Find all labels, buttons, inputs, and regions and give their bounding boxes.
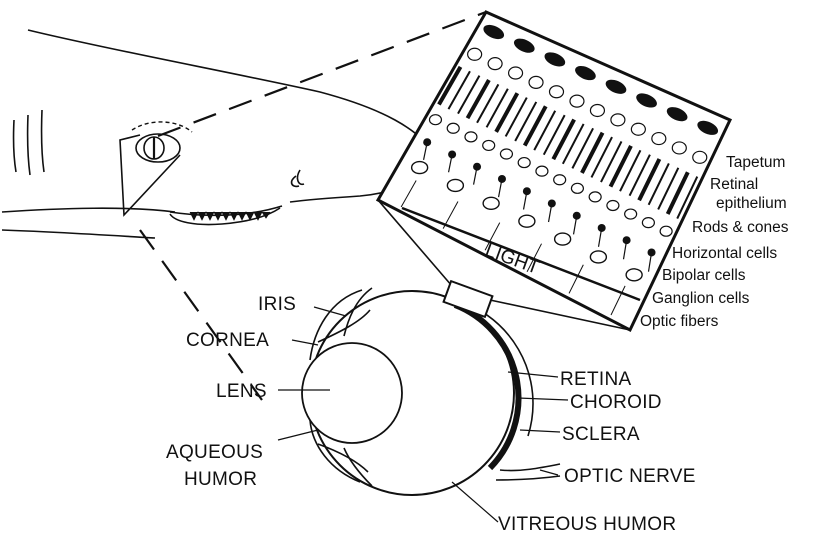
- ganglion-cell: [555, 233, 571, 245]
- horizontal-cell: [589, 192, 601, 202]
- label-humor: HUMOR: [184, 469, 257, 490]
- label-ganglion-cells: Ganglion cells: [652, 290, 750, 307]
- ganglion-cell: [447, 179, 463, 191]
- label-aqueous: AQUEOUS: [166, 442, 263, 463]
- epithelium-cell: [570, 95, 584, 107]
- label-tapetum: Tapetum: [726, 154, 785, 171]
- epithelium-cell: [509, 67, 523, 79]
- horizontal-cell: [447, 123, 459, 133]
- horizontal-cell: [571, 183, 583, 193]
- horizontal-cell: [625, 209, 637, 219]
- horizontal-cell: [660, 226, 672, 236]
- label-horizontal-cells: Horizontal cells: [672, 245, 777, 262]
- ganglion-cell: [519, 215, 535, 227]
- horizontal-cell: [483, 140, 495, 150]
- horizontal-cell: [554, 175, 566, 185]
- horizontal-cell: [429, 115, 441, 125]
- horizontal-cell: [536, 166, 548, 176]
- shark-head-illustration: [2, 30, 440, 238]
- eyeball-illustration: [302, 281, 560, 495]
- label-optic-nerve: OPTIC NERVE: [564, 466, 696, 487]
- ganglion-cell: [412, 162, 428, 174]
- label-lens: LENS: [216, 381, 267, 402]
- epithelium-cell: [631, 123, 645, 135]
- epithelium-cell: [488, 58, 502, 70]
- ganglion-cell: [626, 269, 642, 281]
- label-vitreous-humor: VITREOUS HUMOR: [498, 514, 676, 535]
- label-sclera: SCLERA: [562, 424, 640, 445]
- epithelium-cell: [652, 133, 666, 145]
- epithelium-cell: [550, 86, 564, 98]
- ganglion-cell: [590, 251, 606, 263]
- epithelium-cell: [672, 142, 686, 154]
- epithelium-cell: [529, 76, 543, 88]
- label-bipolar-cells: Bipolar cells: [662, 267, 746, 284]
- epithelium-cell: [468, 48, 482, 60]
- shark-eye: [120, 122, 192, 215]
- horizontal-cell: [465, 132, 477, 142]
- eye-part-labels: IRIS CORNEA LENS AQUEOUS HUMOR RETINA CH…: [166, 294, 696, 535]
- epithelium-cell: [590, 104, 604, 116]
- label-optic-fibers: Optic fibers: [640, 313, 719, 330]
- horizontal-cell: [500, 149, 512, 159]
- shark-teeth: [190, 212, 270, 220]
- epithelium-cell: [693, 151, 707, 163]
- label-rods-cones: Rods & cones: [692, 219, 789, 236]
- label-iris: IRIS: [258, 294, 296, 315]
- horizontal-cell: [642, 218, 654, 228]
- label-cornea: CORNEA: [186, 330, 269, 351]
- label-retinal: Retinal: [710, 176, 758, 193]
- horizontal-cell: [518, 158, 530, 168]
- label-choroid: CHOROID: [570, 392, 662, 413]
- horizontal-cell: [607, 200, 619, 210]
- ganglion-cell: [483, 197, 499, 209]
- label-retina: RETINA: [560, 369, 631, 390]
- epithelium-cell: [611, 114, 625, 126]
- label-epithelium: epithelium: [716, 195, 787, 212]
